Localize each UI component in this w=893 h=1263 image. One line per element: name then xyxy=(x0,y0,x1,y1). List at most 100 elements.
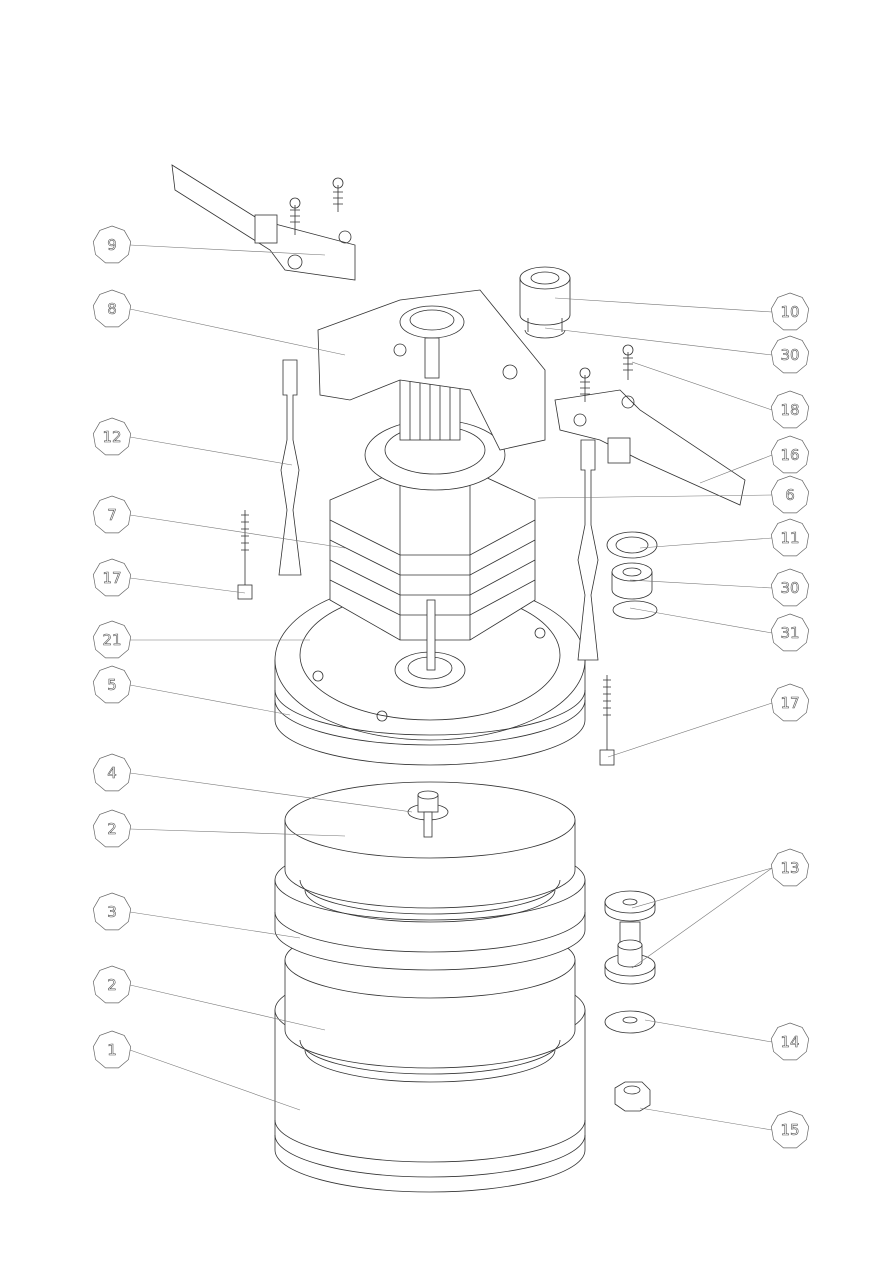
callout-10: 10 xyxy=(554,292,810,331)
callout-4: 4 xyxy=(92,753,413,813)
callout-18: 18 xyxy=(631,361,810,429)
leader-line xyxy=(537,494,773,499)
callout-30: 30 xyxy=(544,327,810,374)
callout-tag xyxy=(770,292,810,331)
leader-line xyxy=(607,702,773,758)
callout-tag xyxy=(92,665,132,704)
leader-line xyxy=(129,984,326,1031)
callout-tag xyxy=(770,683,810,722)
callout-number: 5 xyxy=(107,676,117,694)
callout-21: 21 xyxy=(92,620,310,659)
leader-line xyxy=(644,1019,773,1043)
part-12-tie-rod-right xyxy=(577,439,599,661)
callout-tag xyxy=(92,620,132,659)
leader-line xyxy=(129,1049,301,1111)
leader-line xyxy=(639,537,773,549)
callout-number: 8 xyxy=(107,300,117,318)
part-15-hex-nut xyxy=(614,1081,651,1112)
callout-tag xyxy=(770,568,810,607)
callout-tag xyxy=(770,1022,810,1061)
leader-line xyxy=(631,867,773,969)
callout-number: 17 xyxy=(780,694,799,712)
callout-1: 1 xyxy=(92,1030,301,1111)
callout-tag xyxy=(770,435,810,474)
leader-line xyxy=(631,361,773,411)
part-9-brush-holder-left xyxy=(171,164,356,281)
leader-line xyxy=(129,308,346,356)
callout-2: 2 xyxy=(92,809,346,848)
callout-tag xyxy=(770,613,810,652)
callout-number: 6 xyxy=(785,486,795,504)
callout-11: 11 xyxy=(639,518,810,557)
callout-7: 7 xyxy=(92,495,346,549)
leader-line xyxy=(631,867,773,909)
callout-number: 4 xyxy=(107,764,117,782)
callout-tag xyxy=(92,225,132,264)
callout-number: 13 xyxy=(780,859,799,877)
callout-number: 18 xyxy=(780,401,799,419)
callout-2: 2 xyxy=(92,965,326,1031)
leader-line xyxy=(554,297,773,313)
callout-number: 30 xyxy=(780,346,799,364)
callout-number: 12 xyxy=(102,428,121,446)
callout-12: 12 xyxy=(92,417,293,466)
callout-tag xyxy=(92,495,132,534)
callout-tag xyxy=(92,965,132,1004)
part-10-bearing-cap xyxy=(519,266,571,339)
callout-tag xyxy=(92,289,132,328)
callout-number: 1 xyxy=(107,1041,117,1059)
callout-number: 31 xyxy=(780,624,799,642)
callout-15: 15 xyxy=(639,1107,810,1149)
callout-17: 17 xyxy=(92,558,246,597)
callout-number: 16 xyxy=(780,446,799,464)
callout-number: 17 xyxy=(102,569,121,587)
callout-6: 6 xyxy=(537,475,810,514)
callout-number: 30 xyxy=(780,579,799,597)
leader-line xyxy=(129,684,291,716)
callout-9: 9 xyxy=(92,225,326,264)
callout-number: 21 xyxy=(102,631,121,649)
part-16-brush-holder-right xyxy=(554,344,746,506)
parts xyxy=(171,164,746,1193)
leader-line xyxy=(129,772,413,813)
callout-number: 10 xyxy=(780,303,799,321)
part-8-brush-bracket xyxy=(317,289,546,451)
leader-line xyxy=(129,436,293,466)
leader-line xyxy=(129,577,246,594)
callout-number: 11 xyxy=(780,529,799,547)
callout-tag xyxy=(92,1030,132,1069)
callout-tag xyxy=(92,417,132,456)
part-13-rubber-mount xyxy=(604,890,656,985)
callout-5: 5 xyxy=(92,665,291,716)
part-14-washer xyxy=(604,1010,656,1034)
callout-31: 31 xyxy=(629,607,810,652)
leader-line xyxy=(129,514,346,549)
leader-line xyxy=(129,244,326,256)
callout-number: 2 xyxy=(107,976,117,994)
callout-number: 14 xyxy=(780,1033,799,1051)
callout-tag xyxy=(770,475,810,514)
callout-tag xyxy=(92,809,132,848)
leader-line xyxy=(629,607,773,634)
callout-tag xyxy=(92,753,132,792)
leader-line xyxy=(629,579,773,589)
part-17-bolt-right xyxy=(599,675,615,766)
leader-line xyxy=(544,327,773,356)
callout-17: 17 xyxy=(607,683,810,758)
callout-number: 2 xyxy=(107,820,117,838)
part-30-bearing xyxy=(611,562,653,600)
callout-tag xyxy=(770,1110,810,1149)
leader-line xyxy=(129,911,301,939)
callout-tag xyxy=(770,518,810,557)
callout-14: 14 xyxy=(644,1019,810,1061)
callout-tag xyxy=(770,390,810,429)
callout-16: 16 xyxy=(699,435,810,484)
callout-30: 30 xyxy=(629,568,810,607)
callout-number: 15 xyxy=(780,1121,799,1139)
part-17-bolt-left xyxy=(237,510,253,600)
callout-tag xyxy=(92,892,132,931)
callout-8: 8 xyxy=(92,289,346,356)
callout-number: 3 xyxy=(107,903,117,921)
